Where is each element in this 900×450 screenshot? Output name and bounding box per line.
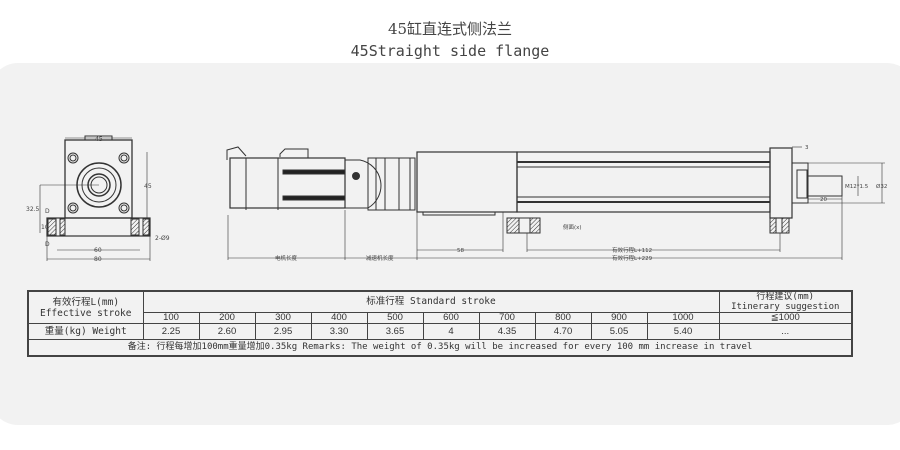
weight-cell: 2.25 [142, 323, 200, 340]
mount-hole-icon [67, 152, 130, 214]
dim-3: 3 [805, 145, 809, 151]
dim-width: 45 [95, 136, 103, 143]
stroke-cell: 800 [534, 312, 592, 324]
weight-cell: 5.40 [646, 323, 720, 340]
dim-center: 32.5 [26, 206, 40, 213]
stroke-row: 100 200 300 400 500 600 700 800 900 1000… [28, 312, 853, 324]
dim-thickness: 10 [41, 224, 49, 231]
dim-height: 45 [144, 183, 152, 190]
suggest-en: Itinerary suggestion [731, 302, 840, 312]
stroke-cell: 500 [366, 312, 424, 324]
dim-d-bottom: D [45, 241, 50, 248]
weight-cell: 3.65 [366, 323, 424, 340]
weight-cell: 4.70 [534, 323, 592, 340]
rod-diameter-label: Ø32 [876, 183, 887, 190]
weight-cell: 2.60 [198, 323, 256, 340]
title-chinese: 45缸直连式侧法兰 [387, 20, 513, 38]
stroke-cell: 700 [478, 312, 536, 324]
dim-d-top: D [45, 208, 50, 215]
header-standard-stroke: 标准行程 Standard stroke [142, 290, 720, 313]
stroke-cell: 400 [310, 312, 368, 324]
side-view [226, 146, 885, 260]
label-motor-length: 电机长度 [275, 254, 298, 262]
thread-label: M12*1.5 [845, 184, 869, 190]
weight-label: 重量(kg) Weight [27, 323, 144, 340]
stroke-cell: 900 [590, 312, 648, 324]
label-stroke-plus-112: 有效行程L+112 [612, 246, 652, 254]
weight-cell: 5.05 [590, 323, 648, 340]
header-cn: 有效行程L(mm) [52, 296, 120, 308]
weight-row: 重量(kg) Weight 2.25 2.60 2.95 3.30 3.65 4… [27, 323, 853, 340]
stroke-cell: 600 [422, 312, 480, 324]
dim-hole-spacing: 60 [94, 247, 102, 254]
stroke-cell: 1000 [646, 312, 720, 324]
suggest-weight: ... [718, 323, 853, 340]
stroke-cell: 300 [254, 312, 312, 324]
header-en: Effective stroke [39, 307, 132, 319]
dim-flange-width: 80 [94, 256, 102, 263]
weight-cell: 2.95 [254, 323, 312, 340]
header-effective-stroke: 有效行程L(mm) Effective stroke [27, 290, 144, 324]
suggest-cn: 行程建议(mm) [756, 292, 815, 302]
label-reducer-length: 减速机长度 [366, 254, 394, 262]
stroke-cell: 100 [142, 312, 200, 324]
front-view [39, 135, 151, 261]
suggest-value: ≦1000 [718, 312, 853, 324]
header-suggestion: 行程建议(mm) Itinerary suggestion [718, 290, 853, 313]
dim-20: 20 [820, 197, 827, 203]
dim-58: 58 [457, 248, 464, 254]
dim-holes: 2-Ø9 [155, 235, 170, 242]
weight-cell: 3.30 [310, 323, 368, 340]
label-side: 侧面(x) [563, 223, 582, 231]
stroke-cell: 200 [198, 312, 256, 324]
label-stroke-plus-229: 有效行程L+229 [612, 254, 653, 262]
stroke-weight-table: 有效行程L(mm) Effective stroke 标准行程 Standard… [27, 290, 853, 357]
weight-cell: 4 [422, 323, 480, 340]
title-english: 45Straight side flange [350, 42, 550, 60]
remarks: 备注: 行程每增加100mm重量增加0.35kg Remarks: The we… [27, 339, 853, 356]
weight-cell: 4.35 [478, 323, 536, 340]
